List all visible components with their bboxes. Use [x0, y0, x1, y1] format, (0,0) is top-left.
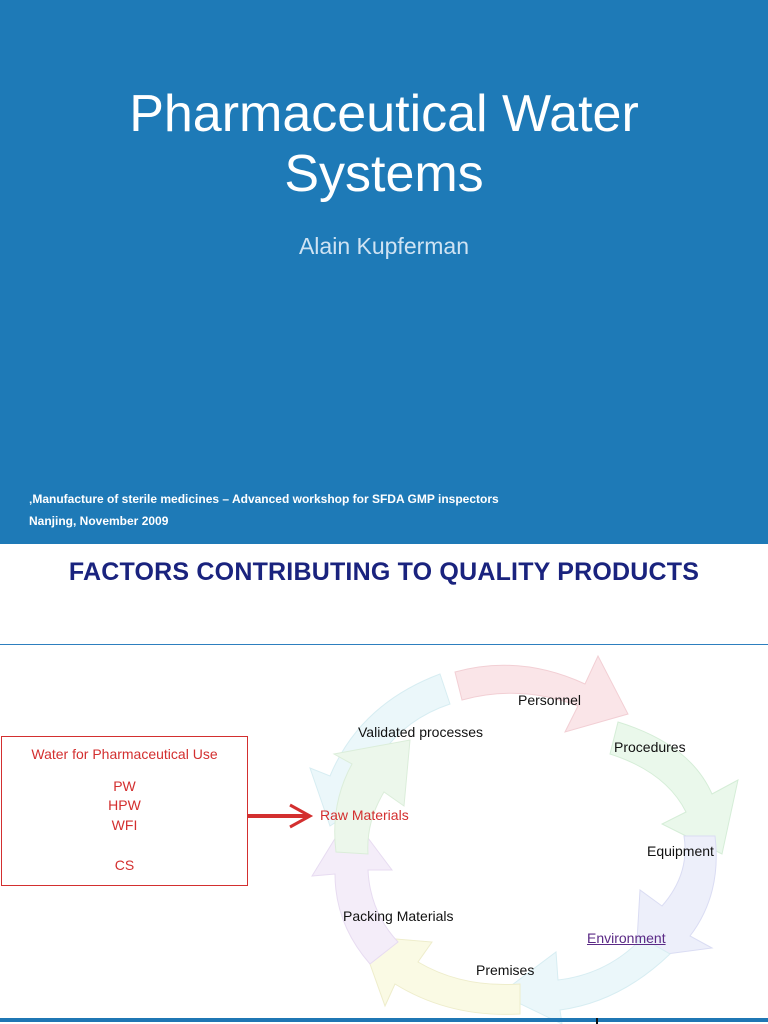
- title-line-2: Systems: [284, 145, 484, 203]
- label-equipment: Equipment: [647, 843, 714, 859]
- label-personnel: Personnel: [518, 692, 582, 708]
- water-for-pharmaceutical-use-box: Water for Pharmaceutical Use PW HPW WFI …: [1, 736, 248, 886]
- cursor-mark: [596, 1018, 598, 1024]
- slide-heading: FACTORS CONTRIBUTING TO QUALITY PRODUCTS: [68, 558, 700, 586]
- water-arrow: [248, 803, 314, 829]
- link-environment[interactable]: Environment: [587, 930, 666, 946]
- label-raw-materials: Raw Materials: [320, 807, 409, 823]
- cycle-arrow-top: [454, 654, 629, 733]
- water-item-wfi: WFI: [111, 817, 138, 833]
- slide-factors: FACTORS CONTRIBUTING TO QUALITY PRODUCTS…: [0, 544, 768, 1024]
- cycle-arrow-bottom-right: [499, 937, 671, 1024]
- event-footer: ‚Manufacture of sterile medicines – Adva…: [29, 492, 499, 506]
- label-packing-materials: Packing Materials: [343, 908, 454, 924]
- heading-divider: [0, 644, 768, 645]
- label-premises: Premises: [476, 962, 535, 978]
- water-item-hpw: HPW: [108, 797, 141, 813]
- label-procedures: Procedures: [614, 739, 686, 755]
- cycle-diagram: [248, 654, 739, 1024]
- water-box-title: Water for Pharmaceutical Use: [31, 746, 218, 762]
- bottom-divider: [0, 1018, 768, 1022]
- water-item-cs: CS: [114, 857, 135, 873]
- presentation-title: Pharmaceutical Water Systems: [0, 84, 768, 204]
- cycle-arrow-right-top: [609, 721, 739, 855]
- water-item-pw: PW: [113, 778, 136, 794]
- cycle-arrow-left: [332, 739, 411, 855]
- title-line-1: Pharmaceutical Water: [129, 85, 639, 143]
- label-validated-processes: Validated processes: [358, 724, 484, 740]
- slide-title: Pharmaceutical Water Systems Alain Kupfe…: [0, 0, 768, 544]
- author-name: Alain Kupferman: [298, 233, 470, 259]
- location-date-footer: Nanjing, November 2009: [29, 514, 169, 528]
- cycle-arrow-right: [635, 835, 717, 959]
